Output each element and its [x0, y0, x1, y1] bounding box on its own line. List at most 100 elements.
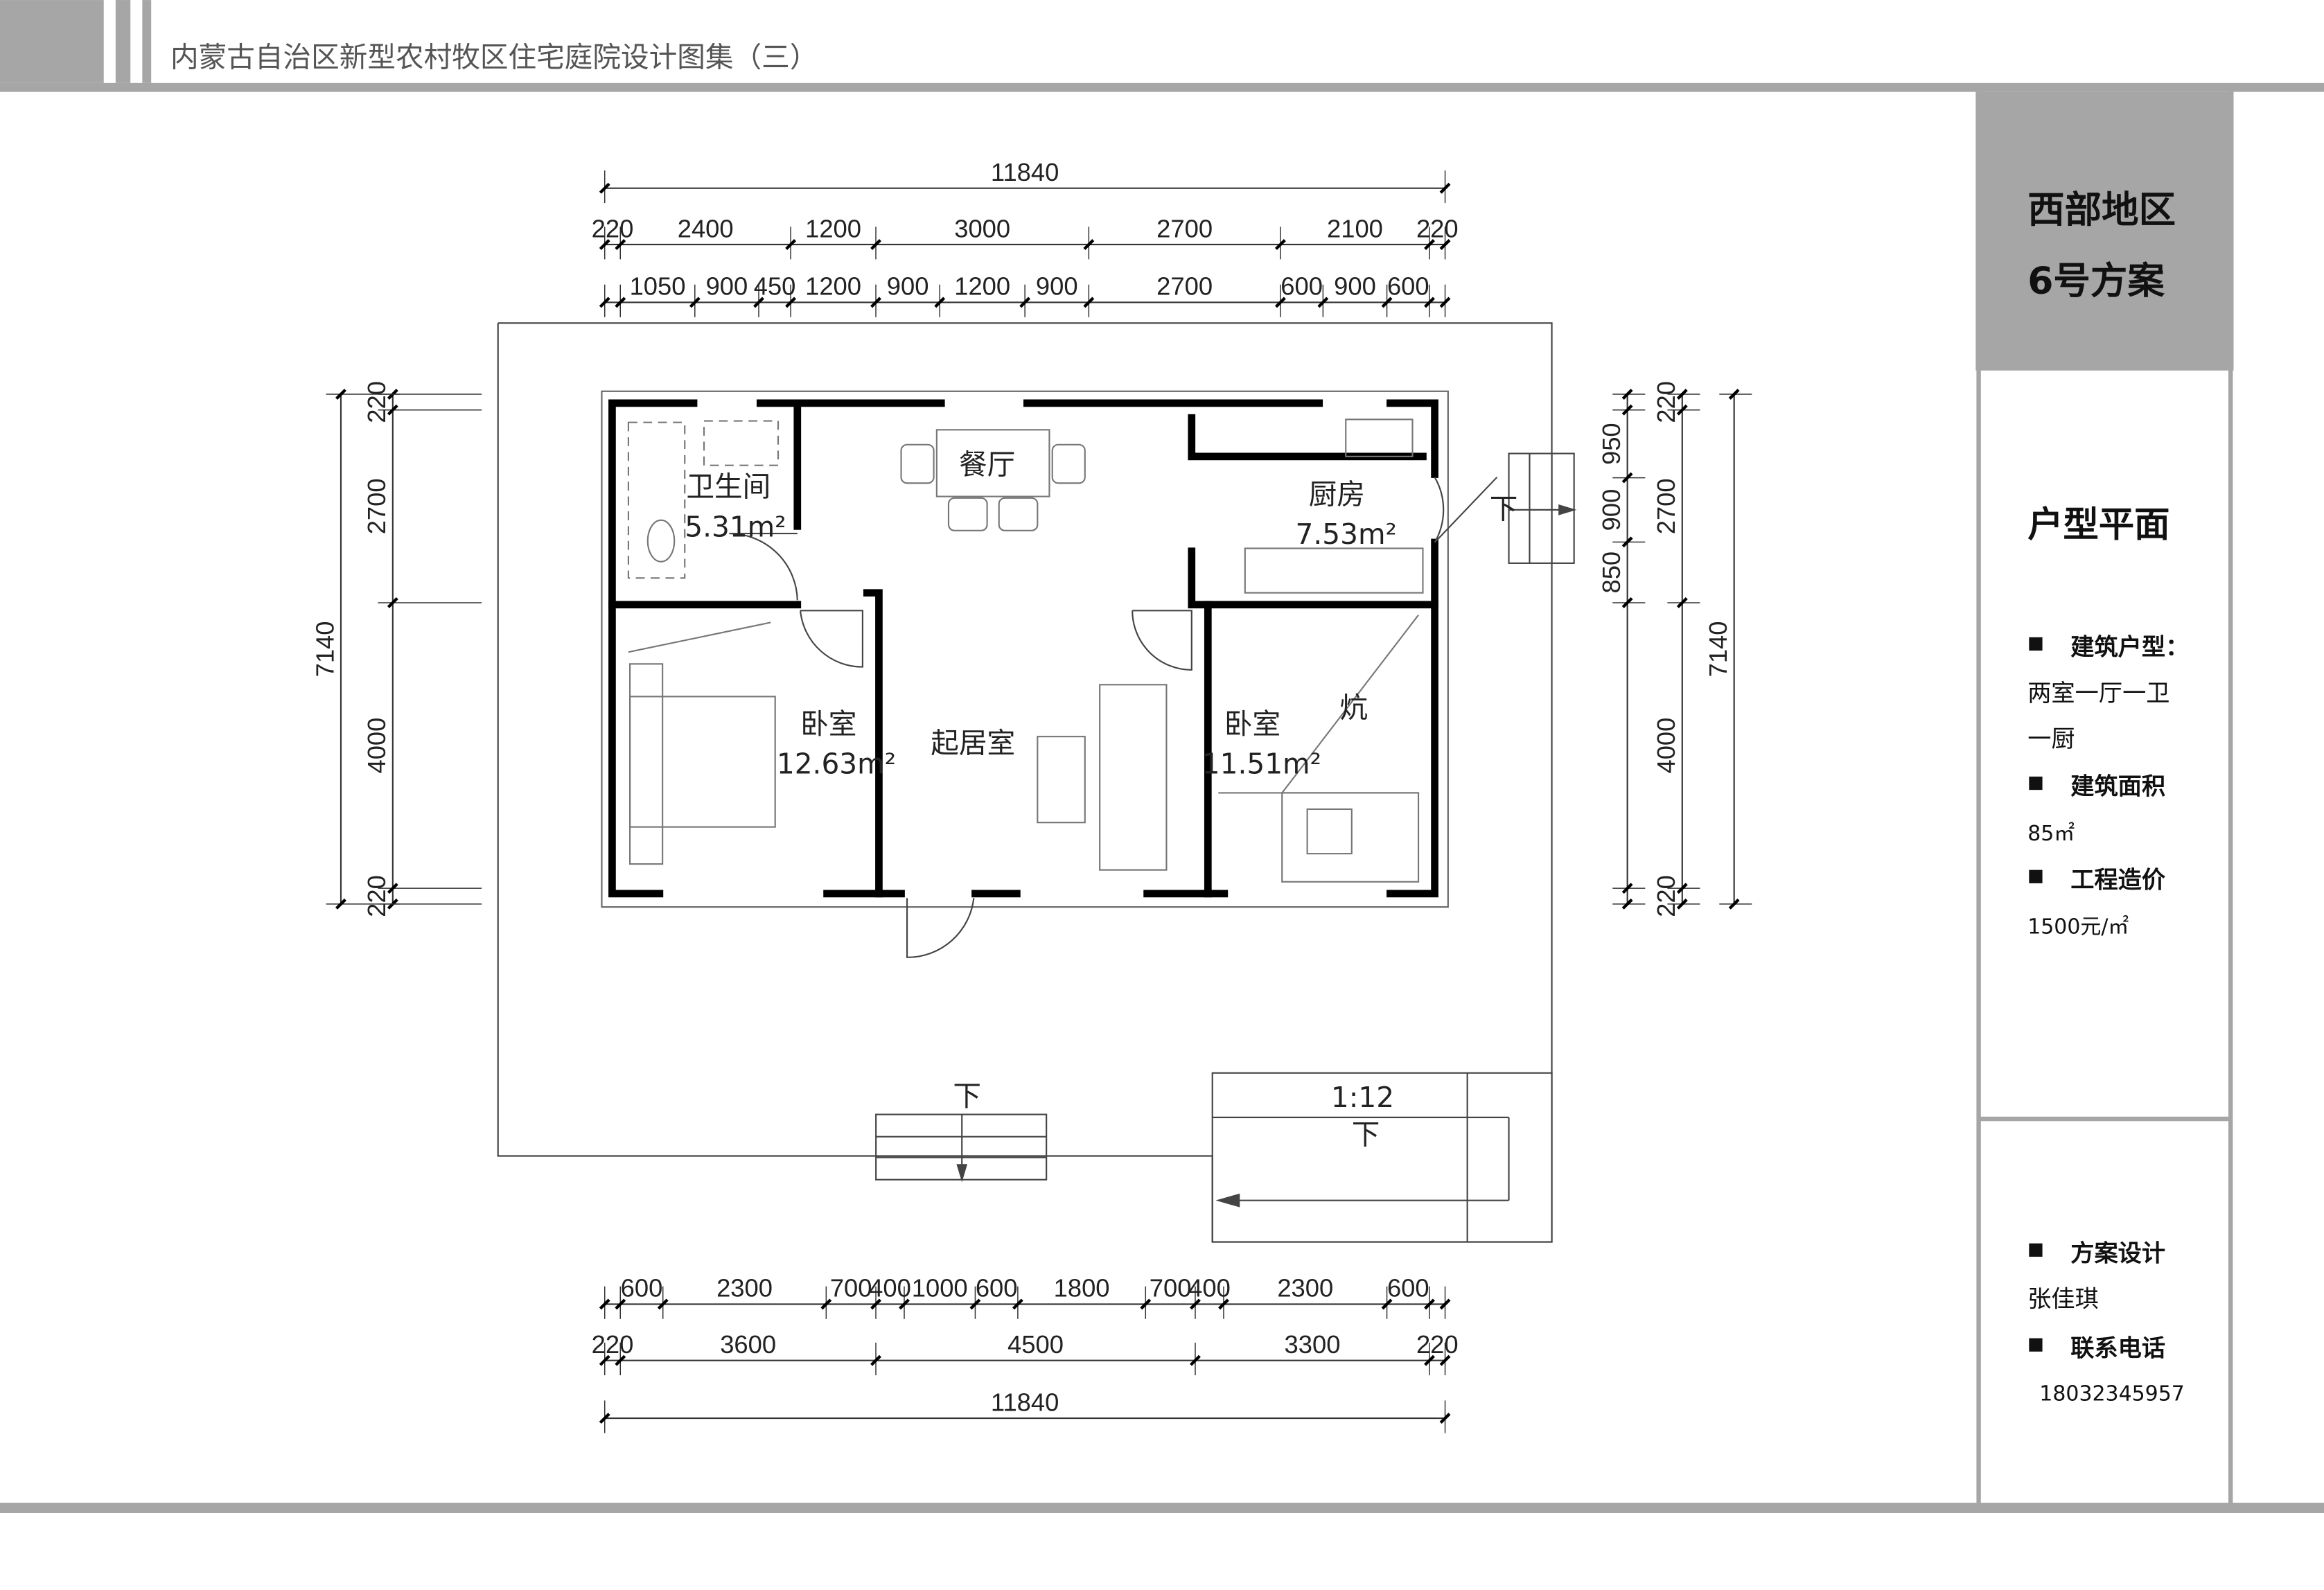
dimension-tick — [689, 297, 701, 308]
dimension-tick — [870, 239, 881, 250]
dimension-tick — [1218, 1298, 1229, 1310]
dimension-label: 600 — [976, 1274, 1018, 1302]
dimension-tick — [599, 1413, 610, 1424]
dimension-tick — [785, 239, 797, 250]
credit-label: 方案设计 — [2070, 1239, 2165, 1267]
dimension-label: 11840 — [991, 1388, 1059, 1416]
dimension-label: 850 — [1597, 551, 1626, 594]
header-bar: 内蒙古自治区新型农村牧区住宅庭院设计图集（三） — [0, 0, 2324, 92]
dimension-tick — [1621, 536, 1633, 548]
front-steps — [875, 1113, 1048, 1183]
dimension-tick — [1083, 297, 1095, 308]
dimension-label: 2400 — [678, 214, 734, 242]
dimension-tick — [870, 297, 881, 308]
dimension-tick — [1424, 239, 1435, 250]
dimension-label: 2700 — [1156, 214, 1213, 242]
dimension-tick — [1019, 297, 1031, 308]
dimension-tick — [1676, 389, 1688, 400]
dimension-tick — [387, 404, 398, 416]
dimension-tick — [1621, 472, 1633, 484]
dimension-label: 1800 — [1054, 1274, 1110, 1302]
dimension-label: 2700 — [1156, 272, 1213, 301]
dimension-tick — [599, 1354, 610, 1366]
dimension-tick — [615, 1354, 626, 1366]
dimension-tick — [820, 1298, 832, 1310]
dimension-tick — [1424, 1354, 1435, 1366]
dimension-label: 220 — [592, 1330, 634, 1359]
dimension-label: 2100 — [1327, 214, 1383, 242]
room-name-bathroom: 卫生间 — [686, 470, 771, 504]
bullet-icon — [2029, 637, 2043, 651]
dimension-tick — [1621, 597, 1633, 608]
item-label: 建筑户型： — [2070, 634, 2189, 662]
room-name-dining: 餐厅 — [959, 448, 1015, 482]
dimension-label: 600 — [1280, 272, 1323, 301]
room-area-kitchen: 7.53m² — [1296, 518, 1397, 551]
dimension-label: 220 — [592, 214, 634, 242]
bullet-icon — [2029, 869, 2043, 883]
yard-outline — [497, 322, 1553, 1243]
dimension-tick — [1190, 1354, 1201, 1366]
dimension-label: 2300 — [716, 1274, 773, 1302]
dimension-label: 1000 — [912, 1274, 968, 1302]
dimension-tick — [1140, 1298, 1152, 1310]
dimension-label: 1050 — [630, 272, 686, 301]
dimension-tick — [1621, 389, 1633, 400]
dimension-tick — [1728, 389, 1740, 400]
credit-value: 张佳琪 — [2027, 1286, 2099, 1314]
dimension-label: 700 — [830, 1274, 872, 1302]
dimension-label: 600 — [1387, 1274, 1429, 1302]
dimension-tick — [599, 182, 610, 194]
down-label: 下 — [953, 1079, 981, 1113]
ramp-slope-label: 1:12 — [1331, 1081, 1394, 1114]
dimension-label: 450 — [754, 272, 796, 301]
dimension-label: 2300 — [1277, 1274, 1333, 1302]
item-value: 1500元/㎡ — [2027, 915, 2129, 939]
dimension-tick — [1621, 404, 1633, 416]
dimension-tick — [1274, 239, 1286, 250]
room-name-bedroom-1: 卧室 — [800, 707, 856, 741]
dimension-label: 3000 — [954, 214, 1010, 242]
dimension-label: 900 — [1334, 272, 1376, 301]
dimension-tick — [657, 1298, 669, 1310]
dimension-tick — [1012, 1298, 1023, 1310]
credit-label: 联系电话 — [2070, 1334, 2165, 1362]
item-label: 建筑面积 — [2070, 773, 2165, 801]
dimension-label: 1200 — [805, 272, 861, 301]
dimension-tick — [1381, 1298, 1393, 1310]
dimension-tick — [387, 597, 398, 608]
dimension-tick — [599, 1298, 610, 1310]
bullet-icon — [2029, 1243, 2043, 1257]
dimension-label: 11840 — [991, 158, 1059, 186]
dimension-tick — [1676, 883, 1688, 894]
dimension-label: 2700 — [1652, 478, 1680, 534]
dimension-tick — [934, 297, 946, 308]
dimension-tick — [615, 1298, 626, 1310]
dimension-tick — [387, 883, 398, 894]
dimension-label: 3600 — [720, 1330, 776, 1359]
dimension-lines: 11840 220 2400 1200 3000 2700 2100 220 1050 900 45… — [310, 158, 1752, 1433]
doors — [729, 477, 1498, 958]
room-area-bedroom-2: 11.51m² — [1202, 748, 1321, 781]
item-value: 一厨 — [2027, 725, 2075, 753]
dimension-label: 600 — [1387, 272, 1429, 301]
dimension-label: 220 — [1652, 381, 1680, 423]
dimension-label: 400 — [869, 1274, 911, 1302]
dimension-tick — [1676, 404, 1688, 416]
building-walls — [601, 390, 1449, 908]
dimension-label: 220 — [1416, 1330, 1459, 1359]
furniture — [627, 418, 1424, 883]
dimension-label: 220 — [362, 381, 391, 423]
dimension-tick — [969, 1298, 981, 1310]
dimension-tick — [1381, 297, 1393, 308]
item-label: 工程造价 — [2070, 866, 2166, 894]
dimension-tick — [1424, 297, 1435, 308]
dimension-label: 900 — [1597, 489, 1626, 531]
dimension-label: 4000 — [1652, 718, 1680, 774]
dimension-tick — [1439, 1354, 1451, 1366]
room-name-living: 起居室 — [931, 727, 1015, 760]
dimension-tick — [615, 297, 626, 308]
sheet-title: 内蒙古自治区新型农村牧区住宅庭院设计图集（三） — [170, 40, 818, 73]
dimension-label: 900 — [887, 272, 929, 301]
side-steps — [1508, 452, 1577, 564]
